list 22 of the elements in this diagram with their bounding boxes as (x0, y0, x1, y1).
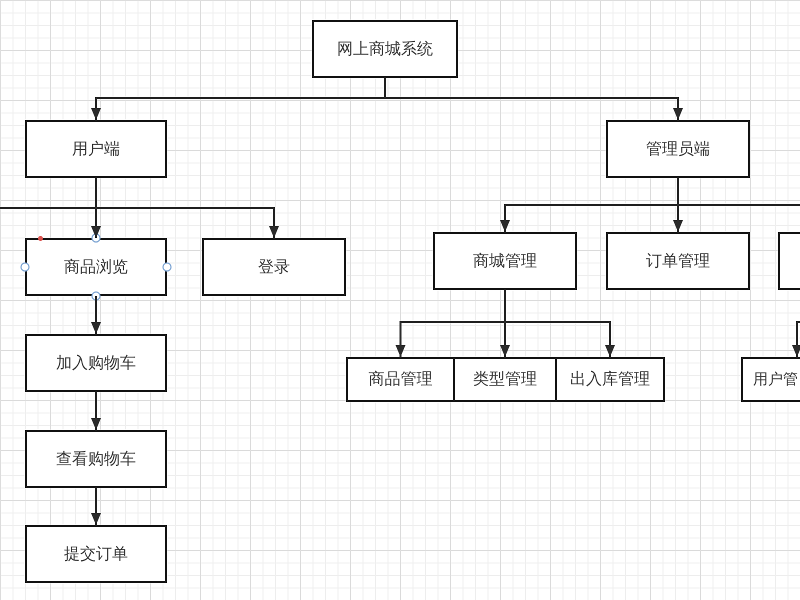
process-box: 提交订单 (25, 525, 167, 583)
connector-line (677, 178, 800, 206)
process-box: 出入库管理 (555, 357, 665, 402)
process-box: 商品管理 (346, 357, 455, 402)
process-box: 查看购物车 (25, 430, 167, 488)
arrow (384, 78, 683, 120)
process-box: 商城管理 (433, 232, 577, 290)
process-box: 类型管理 (453, 357, 557, 402)
process-box: 商品浏览 (25, 238, 167, 296)
arrow (91, 296, 101, 334)
process-box: 用户管 (741, 357, 800, 402)
connector-line (0, 178, 97, 209)
process-box: 加入购物车 (25, 334, 167, 392)
process-box (778, 232, 800, 290)
arrow (792, 321, 800, 357)
process-box: 用户端 (25, 120, 167, 178)
arrow (91, 488, 101, 525)
process-box: 管理员端 (606, 120, 750, 178)
process-box: 登录 (202, 238, 346, 296)
arrow (91, 392, 101, 430)
process-box: 订单管理 (606, 232, 750, 290)
process-box: 网上商城系统 (312, 20, 458, 78)
